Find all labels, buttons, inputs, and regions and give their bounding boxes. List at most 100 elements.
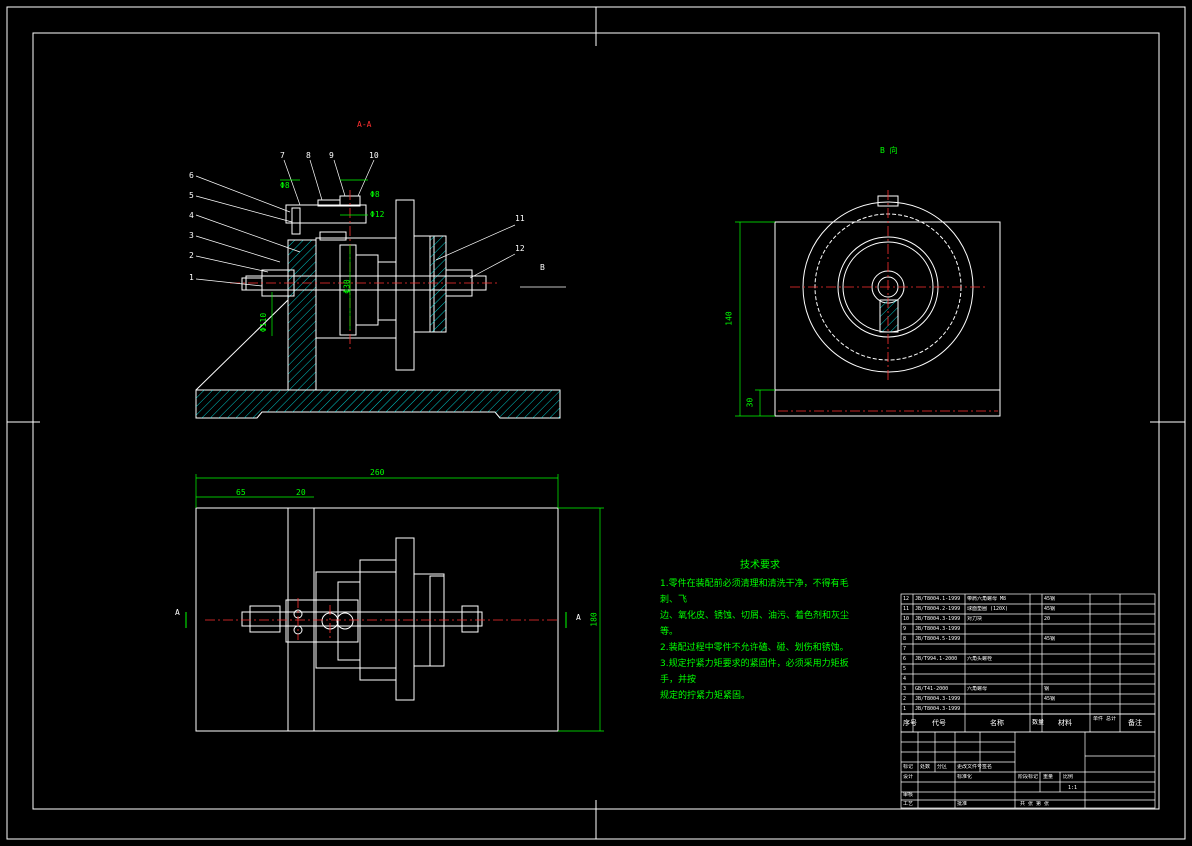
bom-row-mat: 钢 — [1044, 686, 1050, 692]
bom-header-name: 名称 — [990, 719, 1004, 727]
view-b-arrow-label: B — [540, 263, 545, 272]
top-view-dims — [195, 474, 604, 732]
tech-title: 技术要求 — [740, 560, 780, 571]
callout-6: 6 — [189, 171, 194, 180]
tech-line-5: 规定的拧紧力矩紧固。 — [660, 691, 751, 701]
bom-row-code: JB/T8004.1-1999 — [915, 596, 961, 602]
technical-requirements: 技术要求 1.零件在装配前必须清理和清洗干净，不得有毛刺、飞 边、氧化皮、锈蚀、… — [660, 558, 860, 704]
dim-d2: Φ8 — [370, 190, 380, 199]
bom-row-no: 5 — [903, 666, 907, 672]
tb-docno: 更改文件号 — [957, 764, 983, 770]
callout-10: 10 — [369, 151, 379, 160]
tech-line-4: 3.规定拧紧力矩要求的紧固件，必须采用力矩扳手，并按 — [660, 659, 849, 685]
bom-row-mat: 45钢 — [1044, 596, 1056, 602]
bom-row-no: 7 — [903, 646, 907, 652]
callout-9: 9 — [329, 151, 334, 160]
bom-row-no: 12 — [903, 596, 910, 602]
bom-row-code: JB/T8004.3-1999 — [915, 626, 961, 632]
bom-table — [900, 593, 1156, 733]
callout-3: 3 — [189, 231, 194, 240]
bom-row-mat: 45钢 — [1044, 696, 1056, 702]
bom-row-code: JB/T8004.3-1999 — [915, 616, 961, 622]
view-b-centerlines — [778, 190, 998, 412]
view-b-title: B 向 — [880, 146, 898, 155]
dim-d4: Φ110 — [259, 312, 269, 333]
dim-base-b: 30 — [745, 397, 755, 408]
bom-row-no: 6 — [903, 656, 907, 662]
tb-check: 审核 — [903, 792, 914, 798]
callout-12: 12 — [515, 244, 525, 253]
bom-row-no: 9 — [903, 626, 907, 632]
section-leaders — [195, 159, 566, 288]
sheet-frame — [6, 6, 1186, 840]
bom-row-name: 六角头螺栓 — [967, 656, 993, 662]
bom-header-material: 材料 — [1058, 719, 1072, 727]
bom-header-qty: 数量 — [1032, 719, 1045, 726]
bom-row-no: 11 — [903, 606, 910, 612]
callout-7: 7 — [280, 151, 285, 160]
bom-row-mat: 20 — [1044, 616, 1051, 622]
tech-line-1: 1.零件在装配前必须清理和清洗干净，不得有毛刺、飞 — [660, 579, 849, 605]
bom-row-name: 球面垫圈 (120X) — [967, 606, 1009, 612]
tb-craft: 工艺 — [903, 801, 914, 807]
bom-row-code: GB/T41-2000 — [915, 686, 949, 692]
tb-sheets: 共 张 第 张 — [1020, 801, 1050, 807]
callout-1: 1 — [189, 273, 194, 282]
bom-row-code: JB/T8004.2-1999 — [915, 606, 961, 612]
bom-header-no: 序号 — [903, 719, 917, 727]
dim-overall-length: 260 — [370, 468, 385, 477]
bom-row-no: 1 — [903, 706, 907, 712]
bom-row-no: 3 — [903, 686, 907, 692]
tb-sign: 签名 — [982, 764, 993, 770]
callout-8: 8 — [306, 151, 311, 160]
section-dims — [271, 179, 368, 336]
tb-stage: 阶段标记 — [1018, 774, 1039, 780]
callout-5: 5 — [189, 191, 194, 200]
tech-line-2: 边、氧化皮、锈蚀、切屑、油污、着色剂和灰尘等。 — [660, 611, 850, 637]
bom-row-name: 对刀块 — [967, 616, 983, 622]
bom-row-mat: 45钢 — [1044, 606, 1056, 612]
section-arrows — [185, 612, 567, 628]
bom-row-mat: 45钢 — [1044, 636, 1056, 642]
dim-left-offset: 65 — [236, 488, 246, 497]
top-view-centerlines — [205, 598, 560, 640]
dim-d5: Φ30 — [342, 279, 352, 294]
dim-width-top: 180 — [589, 612, 599, 627]
section-arrow-left: A — [175, 608, 180, 617]
tb-count: 处数 — [920, 764, 931, 770]
section-title: A-A — [357, 120, 372, 129]
tb-approve: 批准 — [957, 801, 968, 807]
bom-row-no: 2 — [903, 696, 907, 702]
bom-row-code: JB/T8004.3-1999 — [915, 696, 961, 702]
bom-row-no: 10 — [903, 616, 910, 622]
title-block — [900, 731, 1156, 809]
bom-row-name: 带肩六角螺母 M8 — [967, 596, 1007, 602]
bom-row-no: 4 — [903, 676, 907, 682]
tb-design: 设计 — [903, 774, 914, 780]
bom-header-weight: 单件 总计 — [1093, 716, 1117, 722]
bom-row-code: JB/T8004.3-1999 — [915, 706, 961, 712]
bom-row-code: JB/T8004.5-1999 — [915, 636, 961, 642]
tb-mark: 标记 — [903, 764, 914, 770]
tb-scale: 比例 — [1063, 774, 1074, 780]
callout-2: 2 — [189, 251, 194, 260]
bom-row-no: 8 — [903, 636, 907, 642]
view-b-dims — [735, 221, 775, 417]
tb-scale-val: 1:1 — [1068, 785, 1078, 791]
callout-11: 11 — [515, 214, 525, 223]
tb-std: 标准化 — [957, 774, 973, 780]
section-view-aa — [195, 195, 561, 419]
dim-height-b: 140 — [724, 311, 734, 326]
dim-gap: 20 — [296, 488, 306, 497]
tech-line-3: 2.装配过程中零件不允许磕、碰、划伤和锈蚀。 — [660, 643, 849, 653]
tb-weight: 重量 — [1043, 774, 1054, 780]
callout-4: 4 — [189, 211, 194, 220]
tb-zone: 分区 — [937, 764, 948, 770]
bom-header-note: 备注 — [1128, 719, 1142, 727]
dim-d1: Φ8 — [280, 181, 290, 190]
section-arrow-right: A — [576, 613, 581, 622]
bom-row-code: JB/T994.1-2000 — [915, 656, 958, 662]
dim-d3: Φ12 — [370, 210, 385, 219]
bom-row-name: 六角螺母 — [967, 686, 988, 692]
